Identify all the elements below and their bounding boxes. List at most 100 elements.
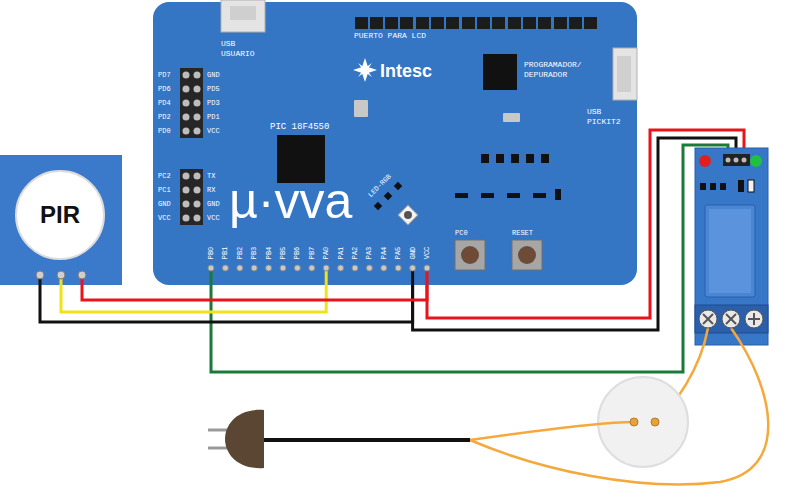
programmer-chip — [483, 54, 517, 90]
header-pin — [183, 72, 190, 79]
sensor-pin — [36, 271, 44, 279]
smd-part — [481, 193, 494, 198]
pin-label: PD2 — [158, 113, 171, 122]
pin-label: RX — [207, 186, 215, 195]
pin-label: PD3 — [207, 99, 220, 108]
smd-part — [354, 100, 368, 117]
board-pin — [208, 265, 214, 271]
header-pin — [183, 86, 190, 93]
status-led — [750, 155, 762, 167]
pir-module: PIR — [0, 155, 122, 285]
header-pin — [194, 100, 201, 107]
push-button — [512, 240, 542, 270]
smd-part — [503, 113, 520, 122]
header-pin — [400, 17, 413, 29]
pin-label: PA2 — [351, 247, 360, 260]
smd-part — [455, 193, 468, 198]
header-pin — [431, 17, 444, 29]
pin-label: PA5 — [394, 247, 403, 260]
diode — [738, 180, 744, 192]
status-led — [699, 155, 711, 167]
usb-connector — [613, 48, 637, 100]
header-pin — [554, 17, 567, 29]
pin-label: VCC — [207, 214, 220, 223]
push-button — [461, 246, 479, 264]
board-pin — [323, 265, 329, 271]
header-pin — [385, 17, 398, 29]
board-pin — [395, 265, 401, 271]
logo-star — [358, 63, 372, 77]
led-label: LED-RGB — [366, 172, 393, 199]
push-button — [518, 246, 536, 264]
connector-label: USB PICKIT2 — [587, 107, 631, 127]
pin-label: VCC — [207, 127, 220, 136]
pin-label: GND — [158, 200, 171, 209]
board-pin — [222, 265, 228, 271]
header-pin — [446, 17, 459, 29]
pin-label: GND — [207, 71, 220, 80]
mains-wire — [470, 422, 634, 440]
relay-body — [709, 209, 751, 293]
header-pin — [194, 128, 201, 135]
chip-label: PROGRAMADOR/ DEPURADOR — [524, 60, 596, 80]
diode — [748, 180, 754, 192]
sensor-name: PIR — [40, 203, 80, 227]
pin-label: PA3 — [365, 247, 374, 260]
pin-label: GND — [207, 200, 220, 209]
header-pin — [477, 17, 490, 29]
smd-part — [394, 182, 402, 190]
board-pin — [266, 265, 272, 271]
header-pin — [183, 173, 190, 180]
pin-label: PB7 — [307, 247, 316, 260]
board-logo: µ·vva — [229, 176, 352, 226]
header-pin — [492, 17, 505, 29]
usb-connector — [221, 0, 265, 32]
pin-label: PB5 — [279, 247, 288, 260]
pin-label: PB0 — [207, 247, 216, 260]
board-pin — [424, 265, 430, 271]
pin-label: GND — [408, 247, 417, 260]
header-pin — [183, 215, 190, 222]
connector-label: USB USUARIO — [221, 39, 267, 59]
pin-label: TX — [207, 172, 215, 181]
header-pin — [183, 187, 190, 194]
header-pin — [194, 201, 201, 208]
pin-label: VCC — [423, 247, 432, 260]
pin-label: PD6 — [158, 85, 171, 94]
pin-header — [180, 169, 203, 225]
lamp-contact — [651, 418, 659, 426]
pin-label: PC1 — [158, 186, 171, 195]
sensor-pin — [57, 271, 65, 279]
pin-label: PD0 — [158, 127, 171, 136]
header-pin — [194, 72, 201, 79]
logo-star — [353, 58, 377, 82]
terminal-screw — [722, 310, 740, 328]
pin-row — [208, 265, 430, 271]
terminal-screw — [699, 310, 717, 328]
pin-label: PB1 — [221, 247, 230, 260]
smd-part — [700, 183, 706, 190]
header-pin — [538, 17, 551, 29]
terminal-screw — [745, 310, 763, 328]
smd-part — [481, 154, 489, 163]
smd-part — [384, 192, 392, 200]
pin-label: PD1 — [207, 113, 220, 122]
pin-label: PB3 — [250, 247, 259, 260]
board-body — [153, 2, 637, 285]
terminal-screw — [753, 313, 755, 325]
smd-part — [507, 193, 520, 198]
header-pin — [194, 173, 201, 180]
header-pin — [194, 215, 201, 222]
sensor-pin — [78, 271, 86, 279]
board-pin — [280, 265, 286, 271]
header-pin — [508, 17, 521, 29]
pin-label: PD4 — [158, 99, 171, 108]
pir-lens — [16, 171, 104, 259]
pin-label: PD7 — [158, 71, 171, 80]
header-pin — [462, 17, 475, 29]
header-pin — [183, 100, 190, 107]
terminal-screw — [703, 314, 713, 324]
header-pin — [734, 158, 739, 163]
smd-part — [541, 154, 549, 163]
